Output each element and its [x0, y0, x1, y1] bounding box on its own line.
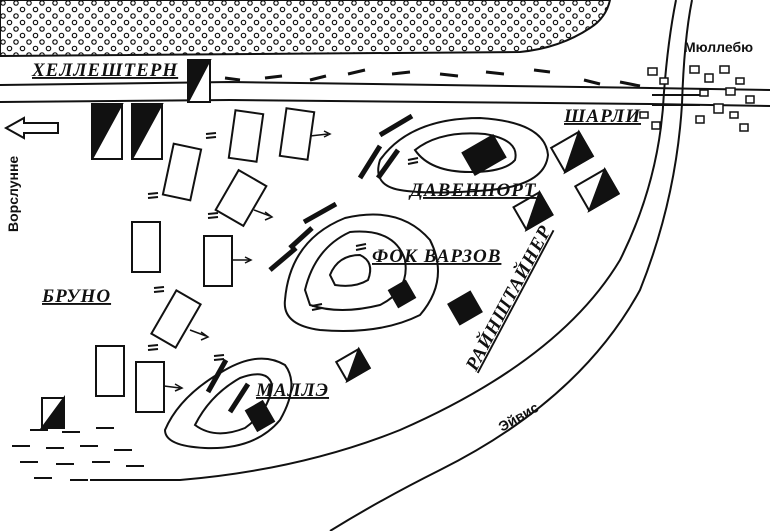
hill-davenport	[377, 116, 550, 194]
river-eivis	[90, 0, 677, 481]
label-river-west: Ворслунне	[5, 156, 21, 232]
hill-malle	[163, 357, 293, 450]
cavalry-units	[40, 59, 621, 429]
infantry-allied	[95, 107, 316, 413]
cavalry-west-1	[91, 103, 124, 160]
squad-marks	[147, 132, 419, 361]
label-malle: МАЛЛЭ	[255, 380, 329, 401]
artillery-lines	[205, 113, 414, 414]
cavalry-hellstern	[187, 59, 212, 103]
label-hellstern: ХЕЛЛЕШТЕРН	[31, 60, 178, 81]
cavalry-center	[334, 346, 372, 384]
retreat-arrow	[3, 116, 59, 140]
label-river-east: Эйвис	[496, 399, 542, 435]
label-davenport: ДАВЕНПОРТ	[408, 180, 537, 201]
cavalry-charlie-2	[573, 167, 621, 213]
label-fok-varzov: ФОК ВАРЗОВ	[372, 246, 501, 267]
label-charlie: ШАРЛИ	[563, 106, 641, 127]
movement-dashes	[224, 68, 641, 88]
road-north-upper	[0, 80, 770, 91]
infantry-enemy	[244, 134, 507, 433]
forest-area	[0, 0, 612, 58]
infantry-arrows	[163, 130, 332, 392]
cavalry-east	[512, 189, 554, 232]
bridge	[652, 94, 700, 106]
label-bruno: БРУНО	[41, 286, 111, 307]
cavalry-charlie-1	[549, 129, 595, 175]
label-town: Мюллебю	[684, 39, 753, 55]
town-buildings	[639, 65, 755, 132]
road-north-lower	[0, 98, 770, 107]
hill-fok-varzov	[283, 213, 439, 332]
cavalry-southwest	[40, 394, 65, 429]
marsh	[12, 427, 144, 481]
cavalry-west-2	[131, 103, 164, 160]
river-eivis-bank	[329, 0, 693, 531]
